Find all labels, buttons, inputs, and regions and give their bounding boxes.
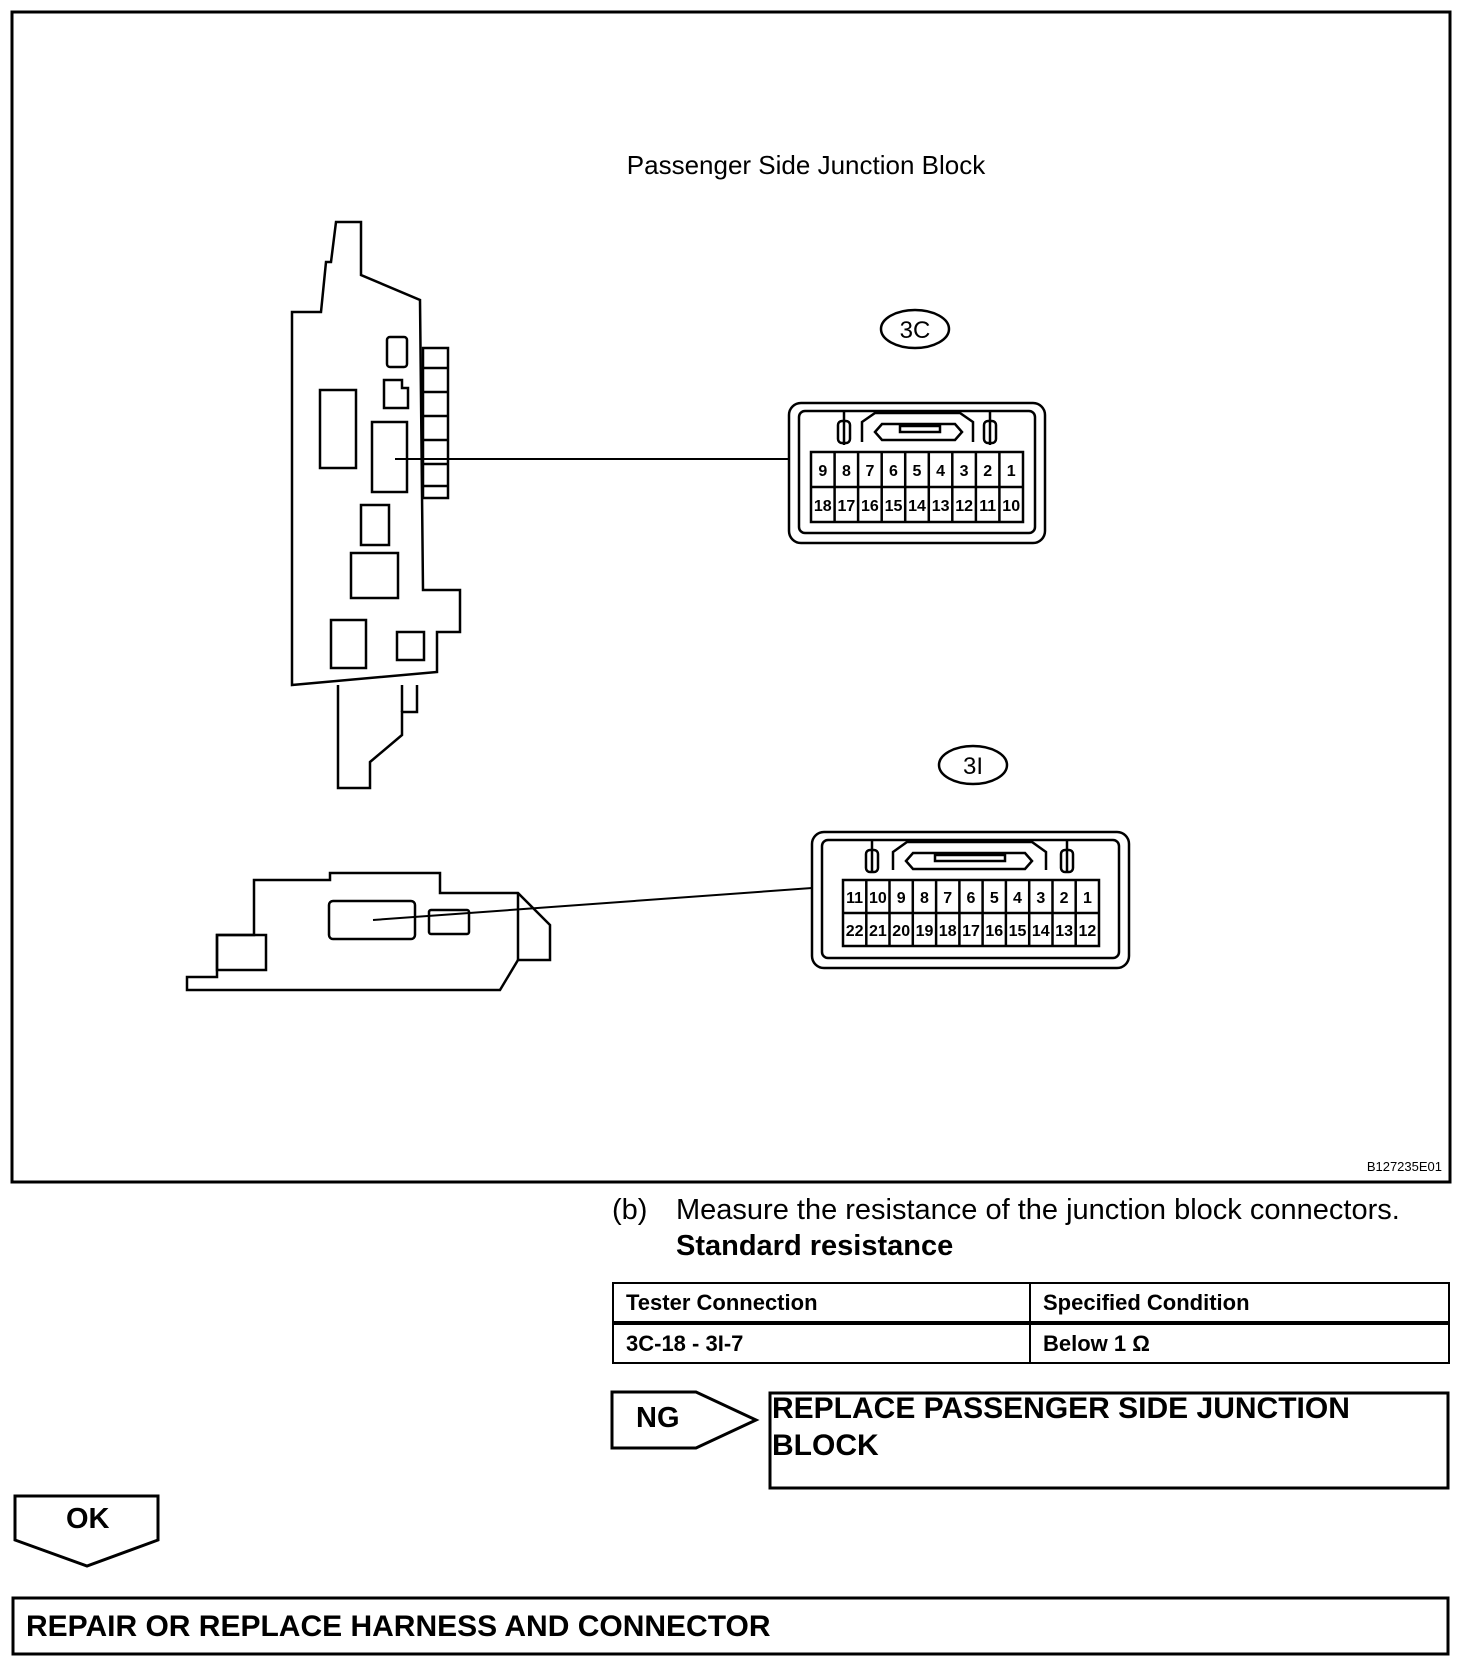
pin-3c-15: 15	[885, 498, 903, 515]
pin-3i-1: 1	[1083, 890, 1092, 907]
pin-3i-22: 22	[846, 923, 864, 940]
table-cell-condition: Below 1 Ω	[1029, 1322, 1450, 1364]
pin-3c-2: 2	[983, 463, 992, 480]
ng-result-box	[768, 1391, 1450, 1490]
ng-label: NG	[636, 1402, 680, 1434]
pin-3c-6: 6	[889, 463, 898, 480]
pin-3i-8: 8	[920, 890, 929, 907]
connector-3i	[810, 830, 1131, 970]
figure-title: Passenger Side Junction Block	[627, 150, 986, 180]
instruction-subheading: Standard resistance	[676, 1230, 954, 1262]
pin-3c-14: 14	[908, 498, 926, 515]
pin-3i-19: 19	[916, 923, 934, 940]
junction-block-drawing	[185, 220, 552, 992]
table-cell-tester: 3C-18 - 3I-7	[612, 1322, 1031, 1364]
table-row: 3C-18 - 3I-7 Below 1 Ω	[612, 1322, 1450, 1364]
pin-3i-9: 9	[897, 890, 906, 907]
pin-3c-17: 17	[838, 498, 856, 515]
ok-result-text: REPAIR OR REPLACE HARNESS AND CONNECTOR	[26, 1610, 771, 1643]
ng-arrow	[610, 1390, 760, 1450]
pin-3i-2: 2	[1060, 890, 1069, 907]
table-header-row: Tester Connection Specified Condition	[612, 1282, 1450, 1325]
table-header-tester: Tester Connection	[612, 1282, 1031, 1325]
instruction-text: Measure the resistance of the junction b…	[676, 1194, 1400, 1226]
pin-3c-1: 1	[1007, 463, 1016, 480]
ok-arrow	[13, 1494, 160, 1568]
pin-3i-13: 13	[1055, 923, 1073, 940]
pin-3i-14: 14	[1032, 923, 1050, 940]
resistance-table: Tester Connection Specified Condition 3C…	[612, 1282, 1450, 1364]
figure-frame	[10, 10, 1452, 1184]
pin-3c-16: 16	[861, 498, 879, 515]
pin-3i-10: 10	[869, 890, 887, 907]
pin-3i-15: 15	[1009, 923, 1027, 940]
pin-3c-5: 5	[913, 463, 922, 480]
pin-3c-18: 18	[814, 498, 832, 515]
pin-3c-10: 10	[1002, 498, 1020, 515]
pin-3i-3: 3	[1036, 890, 1045, 907]
connector-3i-label: 3I	[963, 753, 983, 780]
ok-label: OK	[66, 1503, 110, 1535]
pin-3i-4: 4	[1013, 890, 1022, 907]
pin-3i-12: 12	[1079, 923, 1097, 940]
pin-3c-8: 8	[842, 463, 851, 480]
pin-3i-6: 6	[967, 890, 976, 907]
connector-3c	[787, 401, 1047, 545]
ng-result-text: REPLACE PASSENGER SIDE JUNCTION BLOCK	[772, 1392, 1350, 1462]
connector-3i-tag	[937, 744, 1009, 786]
pin-3i-20: 20	[892, 923, 910, 940]
pin-3i-18: 18	[939, 923, 957, 940]
pin-3i-17: 17	[962, 923, 980, 940]
pin-3c-9: 9	[818, 463, 827, 480]
pin-3i-16: 16	[985, 923, 1003, 940]
pin-3c-13: 13	[932, 498, 950, 515]
instruction-step: (b)	[612, 1194, 648, 1226]
leader-line-3i	[372, 887, 813, 921]
pin-3c-12: 12	[955, 498, 973, 515]
connector-3c-label: 3C	[900, 317, 931, 344]
pin-3i-7: 7	[943, 890, 952, 907]
table-header-condition: Specified Condition	[1029, 1282, 1450, 1325]
ok-result-box	[11, 1596, 1450, 1656]
pin-3i-5: 5	[990, 890, 999, 907]
pin-3c-4: 4	[936, 463, 945, 480]
pin-3c-11: 11	[979, 498, 996, 515]
instruction-line: (b) Measure the resistance of the junctio…	[612, 1194, 1400, 1227]
pin-3c-7: 7	[865, 463, 874, 480]
figure-id: B127235E01	[1367, 1159, 1442, 1174]
connector-3c-tag	[879, 308, 951, 350]
pin-3i-21: 21	[869, 923, 887, 940]
pin-3i-11: 11	[846, 890, 863, 907]
pin-3c-3: 3	[960, 463, 969, 480]
